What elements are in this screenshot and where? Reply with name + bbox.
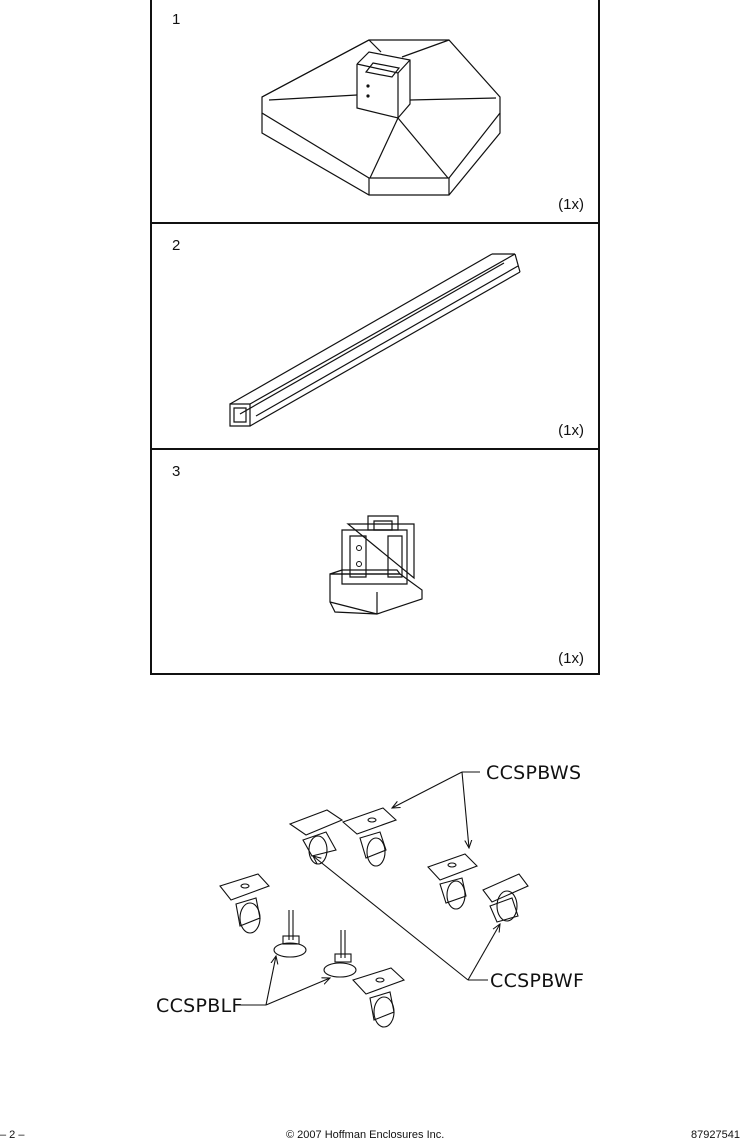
leveling-foot-label-ccspblf: CCSPBLF [156,995,243,1017]
parts-table: 1 (1x) 2 [150,0,600,675]
part-row-2: 2 (1x) [152,226,598,450]
column-adapter-icon [329,515,423,615]
caster-label-ccspbws: CCSPBWS [486,762,582,784]
part-quantity: (1x) [558,422,584,439]
part-row-1: 1 (1x) [152,0,598,224]
pedestal-base-icon [261,39,501,196]
part-quantity: (1x) [558,650,584,667]
part-number: 1 [172,11,181,28]
caster-icon [288,809,344,865]
caster-icon [219,873,270,934]
caster-icon [427,853,478,910]
part-number: 2 [172,237,181,254]
square-tube-column-icon [229,253,521,427]
part-number: 3 [172,463,181,480]
caster-icon [341,807,398,867]
document-number: 87927541 [691,1129,740,1141]
caster-icon [482,873,529,923]
copyright: © 2007 Hoffman Enclosures Inc. [286,1129,445,1141]
part-quantity: (1x) [558,196,584,213]
caster-label-ccspbwf: CCSPBWF [490,970,585,992]
leveling-foot-icon [323,930,357,978]
leveling-foot-icon [273,910,307,958]
hardware-illustration [219,771,529,1028]
page-number: – 2 – [0,1129,25,1141]
part-row-3: 3 (1x) [152,452,598,676]
caster-icon [352,967,406,1028]
